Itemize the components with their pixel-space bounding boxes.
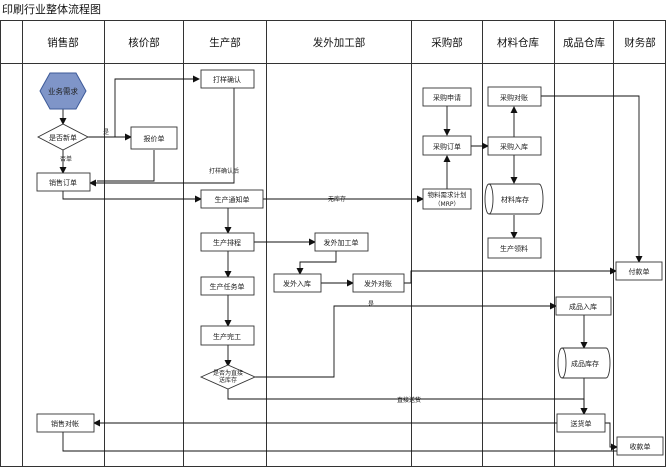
node-label-line2: （MRP）: [435, 201, 460, 208]
node-purchase-reconcile: 采购对账: [487, 86, 542, 107]
node-outsource-work-order: 发外加工单: [314, 232, 369, 252]
lane-dividers: [22, 20, 614, 467]
node-purchase-request: 采购申请: [422, 87, 472, 107]
node-label: 销售订单: [49, 178, 77, 187]
node-outsource-reconcile: 发外对账: [352, 273, 405, 293]
node-production-task: 生产任务单: [200, 276, 255, 296]
edge-label-no-new: 否单: [60, 155, 72, 163]
node-outsource-inbound: 发外入库: [273, 273, 322, 293]
node-label: 业务需求: [48, 86, 78, 96]
node-production-issue: 生产领料: [487, 237, 542, 259]
node-label: 发外对账: [364, 279, 392, 288]
node-sales-order: 销售订单: [36, 172, 91, 192]
start-hexagon-shape: [39, 72, 87, 110]
edge-label-yes-direct: 是: [368, 301, 374, 308]
node-label: 生产完工: [213, 332, 241, 341]
node-label: 生产领料: [500, 244, 528, 253]
edge-label-no-direct: 直接送货: [397, 396, 421, 404]
node-label: 收款单: [630, 442, 651, 451]
lane-sales: 销售部: [47, 36, 79, 49]
node-label: 是否新单: [49, 133, 77, 142]
edge-label-proof-confirmed: 打样确认后: [209, 167, 239, 175]
node-is-new-order: 是否新单: [37, 123, 89, 151]
node-label: 发外加工单: [324, 238, 359, 247]
node-label: 生产任务单: [210, 282, 245, 291]
lane-finished-warehouse: 成品仓库: [563, 36, 605, 49]
node-label: 成品库存: [571, 359, 599, 368]
node-label: 采购入库: [500, 142, 528, 151]
node-label: 付款单: [629, 267, 650, 276]
node-delivery-note: 送货单: [556, 413, 606, 433]
edge-label-no-stock: 无库存: [328, 195, 346, 203]
node-label: 发外入库: [283, 279, 311, 288]
node-label: 打样确认: [213, 75, 241, 84]
node-is-direct-to-stock: 是否为直接 送库存: [199, 364, 257, 390]
node-business-demand: 业务需求: [39, 72, 87, 110]
node-finished-inbound: 成品入库: [555, 296, 612, 316]
node-label: 生产排程: [213, 238, 241, 247]
node-mrp: 物料需求计划 （MRP）: [422, 188, 472, 210]
lane-outsourcing: 发外加工部: [313, 36, 366, 49]
node-receipt-note: 收款单: [616, 436, 664, 456]
lane-material-warehouse: 材料仓库: [497, 36, 539, 49]
node-label: 采购订单: [433, 142, 461, 151]
node-purchase-order: 采购订单: [422, 135, 472, 156]
node-proof-sample: 打样确认: [200, 69, 255, 89]
node-payment-note: 付款单: [615, 261, 663, 281]
connectors: [59, 75, 643, 452]
lane-finance: 财务部: [624, 36, 656, 49]
edge-label-yes-new: 是: [103, 129, 109, 136]
node-label-line1: 物料需求计划: [428, 190, 467, 199]
node-purchase-inbound: 采购入库: [487, 136, 542, 156]
node-sales-reconcile: 销售对帐: [36, 413, 95, 433]
node-material-inventory: 材料库存: [484, 183, 544, 215]
node-finished-inventory: 成品库存: [557, 347, 611, 379]
node-label: 成品入库: [569, 302, 597, 311]
node-label: 销售对帐: [51, 419, 79, 428]
node-production-schedule: 生产排程: [200, 232, 255, 252]
node-quote-sheet: 报价单: [130, 126, 178, 150]
lane-purchasing: 采购部: [431, 36, 463, 49]
diagram-title: 印刷行业整体流程图: [2, 2, 101, 16]
node-label: 采购申请: [433, 93, 461, 102]
node-label: 送货单: [571, 419, 592, 428]
node-label-line1: 是否为直接: [213, 369, 243, 377]
node-production-work-order: 生产通知单: [200, 189, 264, 209]
node-label-line2: 送库存: [219, 376, 237, 384]
node-label: 采购对账: [500, 93, 528, 102]
lane-pricing: 核价部: [128, 36, 160, 49]
lane-production: 生产部: [209, 36, 241, 49]
node-production-complete: 生产完工: [200, 325, 255, 346]
node-label: 材料库存: [501, 195, 529, 204]
node-label: 生产通知单: [215, 195, 250, 204]
node-label: 报价单: [144, 134, 165, 143]
